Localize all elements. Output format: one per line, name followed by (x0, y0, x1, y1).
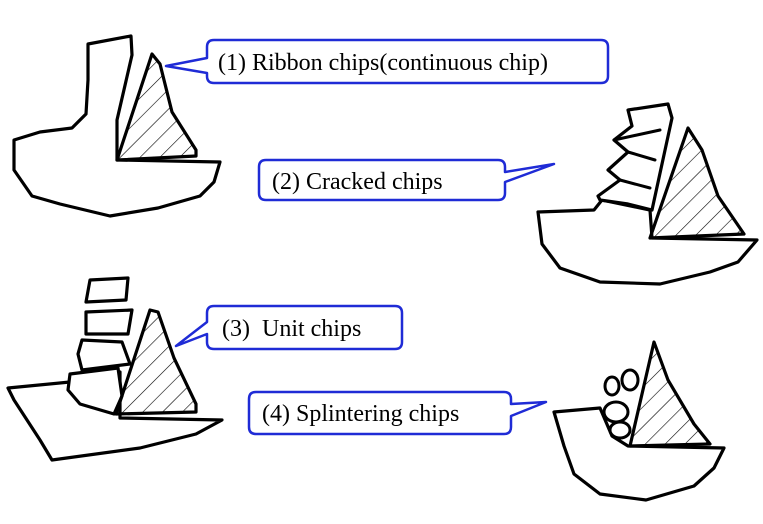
ribbon-workpiece (12, 34, 222, 218)
callout-ribbon: (1) Ribbon chips(continuous chip) (164, 38, 610, 85)
callout-cracked-label: (2) Cracked chips (272, 169, 443, 195)
ribbon-chip-illustration (12, 34, 222, 218)
splintering-tool (628, 340, 712, 448)
callout-ribbon-label: (1) Ribbon chips(continuous chip) (218, 50, 548, 76)
splinter-particle-3 (602, 400, 630, 424)
unit-chip-1 (84, 276, 130, 304)
unit-chip-4 (66, 366, 124, 416)
callout-splintering: (4) Splintering chips (247, 390, 548, 436)
cracked-crack-lines (612, 128, 662, 190)
splinter-particle-4 (608, 420, 632, 440)
callout-unit: (3) Unit chips (174, 304, 404, 351)
splinter-particle-2 (620, 368, 640, 392)
splintering-workpiece (552, 406, 726, 502)
splintering-chip-illustration (552, 340, 726, 502)
callout-splintering-box (247, 390, 548, 436)
callout-cracked-box (257, 158, 556, 202)
callout-cracked: (2) Cracked chips (257, 158, 556, 202)
cracked-tool (648, 126, 746, 240)
splinter-particle-1 (603, 375, 621, 397)
cracked-chip-illustration (536, 102, 759, 286)
cracked-chip-segments (596, 102, 674, 212)
callout-splintering-label: (4) Splintering chips (262, 401, 459, 427)
callout-unit-box (174, 304, 404, 351)
unit-chip-2 (84, 308, 134, 336)
unit-chip-illustration (6, 276, 224, 462)
unit-tool (114, 308, 198, 416)
callout-unit-label: (3) Unit chips (222, 316, 361, 342)
unit-chip-3 (76, 338, 132, 372)
ribbon-tool (115, 52, 198, 162)
callout-ribbon-box (164, 38, 610, 85)
